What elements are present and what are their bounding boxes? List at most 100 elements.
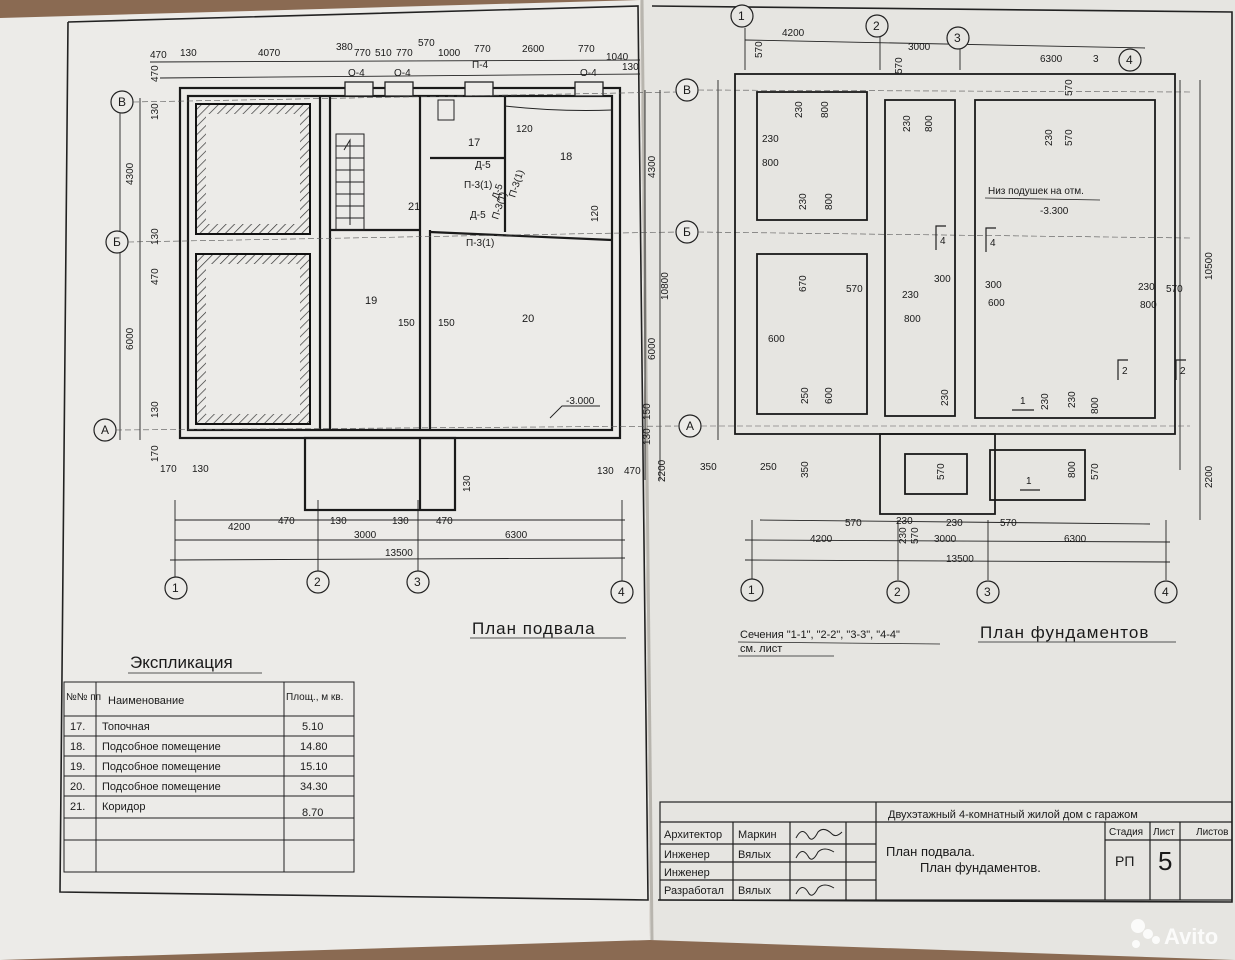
- f-left-350: 350: [700, 462, 717, 473]
- role-0-name: Маркин: [738, 829, 777, 841]
- axis-4-basement: 4: [618, 585, 625, 599]
- f-bot-small-4: 230: [898, 527, 909, 544]
- b-right-dim-0: 4300: [647, 155, 658, 178]
- axis-3-foundation-top: 3: [954, 31, 961, 45]
- b-bot2-dim-0: 4200: [228, 522, 251, 533]
- title-block-grid: [659, 801, 1233, 901]
- basement-axis-bubbles: [93, 78, 702, 604]
- f-mid-small-8: 230: [1067, 391, 1078, 408]
- section-mark-2: 2: [1122, 366, 1128, 377]
- b-left-dim-3: 130: [150, 228, 161, 245]
- opening-label-1: О-4: [394, 68, 411, 79]
- b-right-dim-3: 150: [642, 403, 653, 420]
- b-bot2-dim-2: 130: [330, 516, 347, 527]
- pad-bottom-note: Низ подушек на отм.: [988, 186, 1084, 197]
- basement-plan-title: План подвала: [472, 619, 596, 638]
- explication-row-1-area: 14.80: [300, 741, 328, 753]
- f-mid-small-7: 570: [936, 463, 947, 480]
- b-top-dim-9: 770: [474, 44, 491, 55]
- explication-row-0-n: 17.: [70, 721, 85, 733]
- sheet-value: 5: [1158, 846, 1172, 876]
- f-top-dim-0: 4200: [782, 28, 805, 39]
- section-mark-1: 4: [990, 238, 996, 249]
- foundation-plan-title: План фундаментов: [980, 623, 1149, 642]
- b-bot2-dim-5: 470: [436, 516, 453, 527]
- f-bot-dim-2: 6300: [1064, 534, 1087, 545]
- explication-row-0-name: Топочная: [102, 721, 150, 733]
- f-left-small-10: 250: [760, 462, 777, 473]
- b-left-dim-1: 130: [150, 103, 161, 120]
- f-top-small-7: 230: [1044, 129, 1055, 146]
- signatures: [795, 828, 843, 896]
- axis-b-left: Б: [113, 235, 121, 249]
- b-bot2-dim-1: 470: [278, 516, 295, 527]
- b-right-dim-1: 10800: [660, 272, 671, 300]
- b-inner-dim-3: 150: [438, 318, 455, 329]
- role-1-name: Вялых: [738, 849, 771, 861]
- avito-watermark: Avito: [1131, 919, 1218, 949]
- axis-2-foundation-bottom: 2: [894, 585, 901, 599]
- basement-stair: [335, 133, 365, 231]
- axis-2-basement: 2: [314, 575, 321, 589]
- f-top-small-2: 800: [820, 101, 831, 118]
- f-left-small-6: 600: [768, 334, 785, 345]
- explication-header-name: Наименование: [108, 695, 184, 707]
- b-inner-dim-4: 130: [462, 475, 473, 492]
- hatched-block-upper-inner: [206, 114, 300, 224]
- f-left-small-8: 600: [824, 387, 835, 404]
- section-mark-5: 1: [1026, 476, 1032, 487]
- f-bot-small-3: 570: [1000, 518, 1017, 529]
- foundation-axis-lines: [697, 89, 1191, 427]
- f-right-small-5: 800: [1067, 461, 1078, 478]
- door-label-1: П-3(1): [464, 180, 492, 191]
- hatched-block-lower-inner: [206, 264, 300, 414]
- b-top-dim-13: 130: [622, 62, 639, 73]
- opening-label-3: О-4: [580, 68, 597, 79]
- explication-row-3-name: Подсобное помещение: [102, 781, 221, 793]
- foundation-dimension-lines: [717, 28, 1201, 580]
- f-left-small-9: 350: [800, 461, 811, 478]
- f-right-small-1: 570: [1166, 284, 1183, 295]
- b-left-dim-6: 130: [150, 401, 161, 418]
- axis-a-mid: А: [686, 419, 694, 433]
- b-top-dim-4: 770: [354, 48, 371, 59]
- b-right-dim-4: 130: [642, 428, 653, 445]
- f-left-small-3: 800: [824, 193, 835, 210]
- wall-arc: [504, 105, 613, 111]
- door-label-3: Д-5: [490, 182, 505, 201]
- b-top-dim-1: 130: [180, 48, 197, 59]
- b-top-dim-2: 4070: [258, 48, 281, 59]
- axis-4-foundation-bottom: 4: [1162, 585, 1169, 599]
- b-top-dim-12: 1040: [606, 52, 629, 63]
- b-left-dim-0: 470: [150, 65, 161, 82]
- opening-label-0: О-4: [348, 68, 365, 79]
- b-bot2-dim-6: 6300: [505, 530, 528, 541]
- axis-3-foundation-bottom: 3: [984, 585, 991, 599]
- f-right-small-2: 800: [1140, 300, 1157, 311]
- b-top-dim-8: 1000: [438, 48, 461, 59]
- explication-row-4-name: Коридор: [102, 801, 145, 813]
- b-bot2-dim-3: 3000: [354, 530, 377, 541]
- left-page: [0, 0, 650, 960]
- f-left-small-0: 230: [762, 134, 779, 145]
- f-bot-small-5: 570: [910, 527, 921, 544]
- f-top-small-8: 570: [1064, 129, 1075, 146]
- b-left-dim-5: 6000: [125, 327, 136, 350]
- b-bot1-dim-1: 130: [192, 464, 209, 475]
- room-17: 17: [468, 137, 480, 149]
- axis-v-left: В: [118, 95, 126, 109]
- axis-1-basement: 1: [172, 581, 179, 595]
- sheet-title-2: План фундаментов.: [920, 860, 1041, 875]
- f-top-small-6: 570: [1064, 79, 1075, 96]
- explication-row-1-n: 18.: [70, 741, 85, 753]
- door-label-5: Д-5: [470, 210, 486, 221]
- explication-row-3-n: 20.: [70, 781, 85, 793]
- f-top-small-3: 570: [894, 57, 905, 74]
- f-mid-small-3: 230: [902, 290, 919, 301]
- explication-row-2-name: Подсобное помещение: [102, 761, 221, 773]
- basement-axis-lines: [115, 91, 680, 431]
- f-top-small-1: 230: [794, 101, 805, 118]
- f-right-small-4: 230: [1040, 393, 1051, 410]
- explication: Экспликация №№ пп Наименование Площ., м …: [63, 653, 355, 873]
